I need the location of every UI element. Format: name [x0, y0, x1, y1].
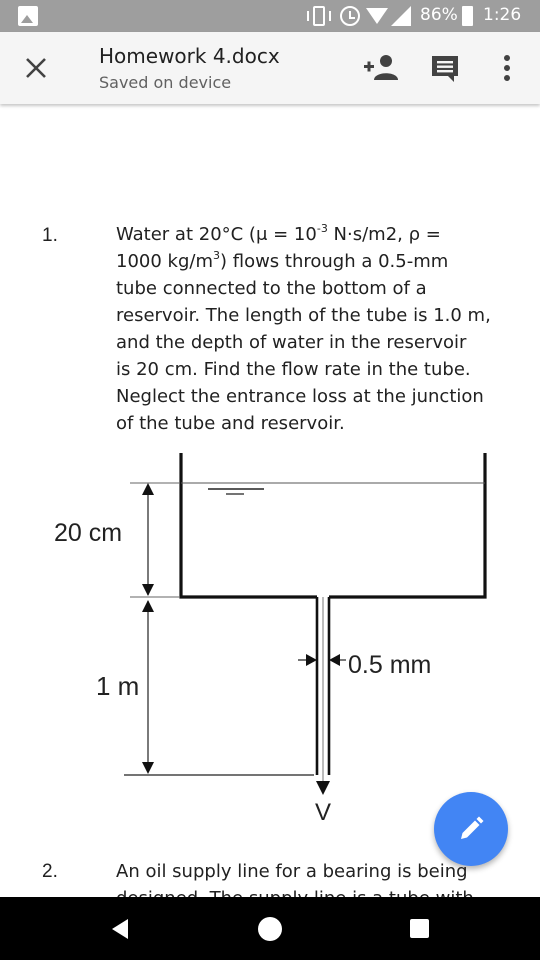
clock-time: 1:26 — [483, 5, 522, 25]
share-button[interactable] — [362, 52, 400, 84]
depth-arrow-up — [142, 483, 154, 495]
velocity-arrow — [316, 781, 330, 795]
length-label: 1 m — [96, 671, 139, 701]
close-icon — [26, 58, 46, 78]
recents-icon[interactable] — [410, 919, 429, 938]
navigation-bar — [0, 897, 540, 960]
question-text: Water at 20°C (μ = 10-3 N·s/m2, ρ = 1000… — [116, 221, 516, 437]
edit-pencil-icon — [461, 816, 484, 839]
length-arrow-up — [142, 600, 154, 612]
more-options-button[interactable] — [496, 52, 518, 84]
reservoir-outline — [179, 453, 487, 599]
comment-button[interactable] — [428, 52, 462, 84]
app-bar: Homework 4.docx Saved on device — [0, 32, 540, 104]
document-save-status: Saved on device — [99, 73, 232, 92]
depth-label: 20 cm — [54, 519, 122, 547]
question-line: Neglect the entrance loss at the junctio… — [116, 386, 484, 407]
document-title: Homework 4.docx — [99, 44, 280, 68]
battery-icon — [462, 6, 473, 26]
gallery-icon — [18, 6, 38, 26]
wifi-icon — [366, 8, 388, 24]
question-number: 2. — [42, 861, 58, 882]
length-arrow-down — [142, 762, 154, 774]
signal-icon — [391, 6, 411, 26]
add-person-icon — [364, 55, 398, 80]
diameter-label: 0.5 mm — [348, 651, 431, 679]
home-icon[interactable] — [258, 917, 282, 941]
question-line: reservoir. The length of the tube is 1.0… — [116, 305, 491, 326]
battery-percent: 86% — [420, 5, 458, 25]
more-vert-icon — [504, 55, 510, 81]
question-line: is 20 cm. Find the flow rate in the tube… — [116, 359, 471, 380]
comment-icon — [432, 56, 458, 82]
close-button[interactable] — [18, 50, 54, 86]
reservoir-tube-diagram: 20 cm 1 m 0.5 mm V — [54, 453, 487, 826]
diameter-arrow-left — [306, 654, 317, 666]
velocity-label: V — [315, 799, 331, 826]
question-text: designed. The supply line is a tube with — [116, 885, 474, 897]
question-line: 1000 kg/m3) flows through a 0.5-mm — [116, 249, 449, 272]
question-line: and the depth of water in the reservoir — [116, 332, 467, 353]
question-number: 1. — [42, 225, 58, 246]
vibrate-icon — [306, 6, 332, 26]
edit-button[interactable] — [434, 792, 508, 866]
depth-arrow-down — [142, 584, 154, 596]
question-line: Water at 20°C (μ = 10-3 N·s/m2, ρ = — [116, 222, 441, 245]
question-line: tube connected to the bottom of a — [116, 278, 427, 299]
diameter-arrow-right — [329, 654, 340, 666]
status-bar: 86% 1:26 — [0, 0, 540, 32]
back-icon[interactable] — [112, 919, 128, 939]
question-line: of the tube and reservoir. — [116, 413, 345, 434]
alarm-icon — [340, 6, 360, 26]
question-text: An oil supply line for a bearing is bein… — [116, 861, 468, 882]
